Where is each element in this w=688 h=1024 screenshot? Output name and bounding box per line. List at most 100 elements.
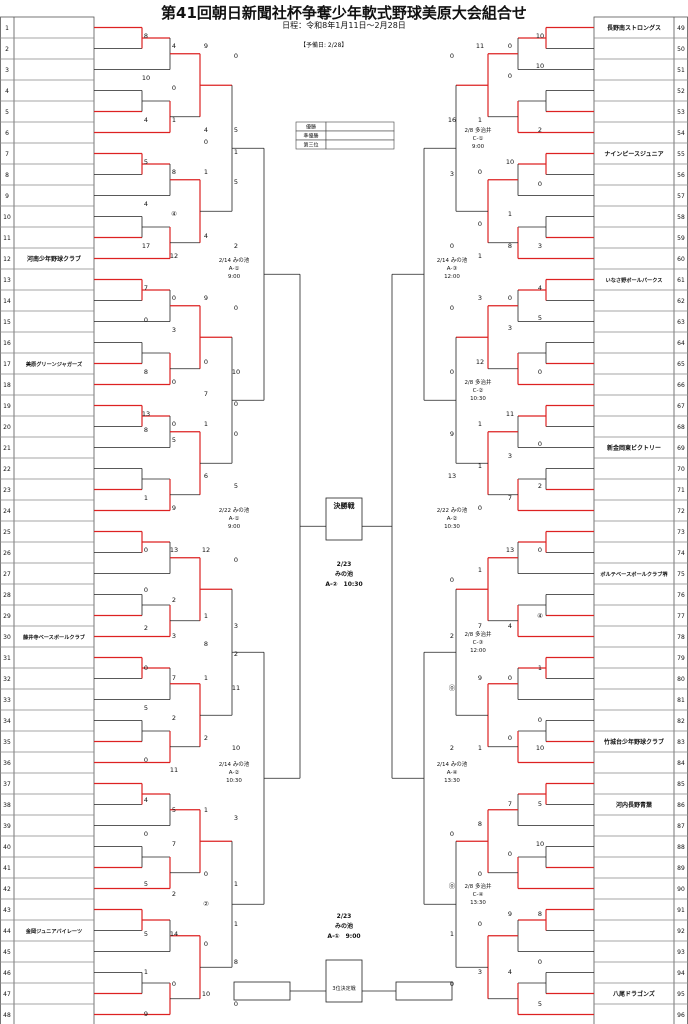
score: 7 — [204, 390, 208, 398]
score: 5 — [172, 436, 176, 444]
score: 9 — [204, 294, 208, 302]
score: 3 — [508, 324, 512, 332]
right-team-number: 86 — [677, 802, 685, 809]
score: 4 — [144, 796, 148, 804]
venue-time: 10:30 — [470, 396, 486, 402]
left-team-number: 10 — [3, 214, 11, 221]
left-team-number: 24 — [3, 508, 11, 515]
right-team-number: 51 — [677, 67, 685, 74]
score: 4 — [508, 968, 512, 976]
score: 0 — [450, 304, 454, 312]
score: 4 — [204, 126, 208, 134]
right-team-number: 71 — [677, 487, 685, 494]
score: 7 — [144, 284, 148, 292]
score: 4 — [204, 232, 208, 240]
right-team-number: 83 — [677, 739, 685, 746]
score: 0 — [478, 870, 482, 878]
score: 1 — [204, 420, 208, 428]
venue-date: 2/22 みの池 — [437, 506, 468, 514]
score: 1 — [450, 930, 454, 938]
left-team-number: 31 — [3, 655, 11, 662]
score: 9 — [172, 504, 176, 512]
left-team-number: 42 — [3, 886, 11, 893]
right-team-number: 95 — [677, 991, 685, 998]
score: 8 — [144, 32, 148, 40]
score: 0 — [234, 304, 238, 312]
score: 11 — [232, 684, 240, 692]
venue-date: 2/14 みの池 — [219, 256, 250, 264]
final-court-time: A-② 10:30 — [325, 581, 362, 588]
left-team-number: 27 — [3, 571, 11, 578]
third-left-slot — [233, 981, 291, 1001]
right-team-name: いなさ野ボールパークス — [606, 276, 663, 284]
score: 10 — [232, 744, 240, 752]
score: 1 — [234, 880, 238, 888]
score: 5 — [538, 1000, 542, 1008]
score: 2 — [234, 242, 238, 250]
left-team-number: 26 — [3, 550, 11, 557]
left-team-number: 20 — [3, 424, 11, 431]
right-team-number: 92 — [677, 928, 685, 935]
third-place: みの池 — [335, 922, 353, 930]
score: 12 — [170, 252, 178, 260]
left-team-number: 21 — [3, 445, 11, 452]
venue-court: C-④ — [473, 892, 484, 898]
results-value-cell — [325, 130, 395, 141]
right-team-number: 55 — [677, 151, 685, 158]
left-team-number: 32 — [3, 676, 11, 683]
score: 3 — [478, 968, 482, 976]
score: 0 — [450, 980, 454, 988]
score: 0 — [204, 358, 208, 366]
left-team-number: 37 — [3, 781, 11, 788]
score: ⓪ — [449, 684, 456, 692]
right-team-number: 84 — [677, 760, 685, 767]
score: 0 — [508, 294, 512, 302]
score: 10 — [506, 158, 514, 166]
score: 9 — [450, 430, 454, 438]
score: ④ — [537, 612, 543, 620]
right-team-number: 61 — [677, 277, 685, 284]
third-court-time: A-① 9:00 — [327, 933, 360, 940]
score: 13 — [170, 546, 178, 554]
right-team-number: 93 — [677, 949, 685, 956]
score: 0 — [508, 72, 512, 80]
right-team-number: 58 — [677, 214, 685, 221]
right-team-name: 長野南ストロングス — [607, 24, 661, 32]
final-place: みの池 — [335, 570, 353, 578]
score: 10 — [232, 368, 240, 376]
venue-court: A-① — [229, 516, 240, 522]
venue-time: 13:30 — [444, 778, 460, 784]
right-team-number: 57 — [677, 193, 685, 200]
score: 0 — [450, 242, 454, 250]
score: 1 — [508, 210, 512, 218]
score: 0 — [204, 870, 208, 878]
left-team-number: 7 — [5, 151, 9, 158]
score: 0 — [144, 316, 148, 324]
score: 8 — [144, 368, 148, 376]
left-team-number: 1 — [5, 25, 9, 32]
left-team-number: 38 — [3, 802, 11, 809]
right-team-number: 66 — [677, 382, 685, 389]
right-team-number: 70 — [677, 466, 685, 473]
right-team-number: 68 — [677, 424, 685, 431]
right-team-number: 76 — [677, 592, 685, 599]
score: 1 — [172, 116, 176, 124]
score: 5 — [234, 178, 238, 186]
left-team-number: 30 — [3, 634, 11, 641]
right-team-number: 53 — [677, 109, 685, 116]
score: 5 — [144, 930, 148, 938]
right-team-number: 49 — [677, 25, 685, 32]
score: 0 — [172, 84, 176, 92]
third-place-label: 3位決定戦 — [332, 985, 355, 992]
left-team-number: 47 — [3, 991, 11, 998]
left-team-number: 39 — [3, 823, 11, 830]
score: 1 — [144, 494, 148, 502]
score: 0 — [538, 546, 542, 554]
score: 2 — [450, 632, 454, 640]
score: 8 — [144, 426, 148, 434]
left-team-number: 11 — [3, 235, 11, 242]
score: 4 — [508, 622, 512, 630]
score: 1 — [478, 566, 482, 574]
score: 1 — [204, 612, 208, 620]
left-team-number: 35 — [3, 739, 11, 746]
